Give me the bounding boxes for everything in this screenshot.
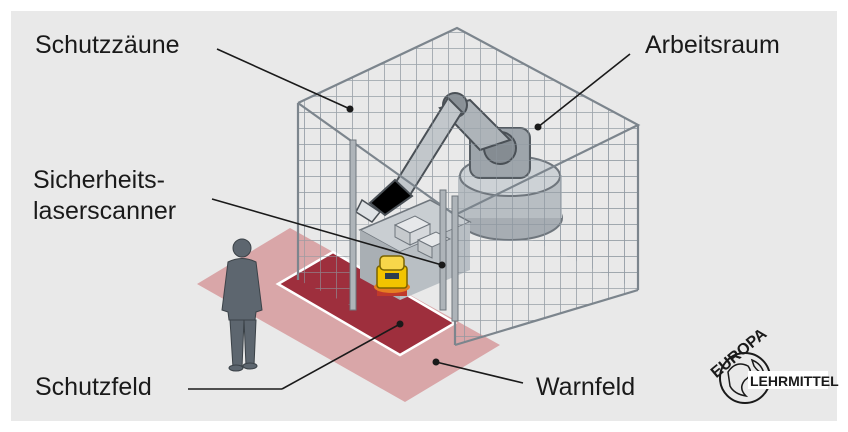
person xyxy=(221,238,263,372)
logo-bottom-text: LEHRMITTEL xyxy=(750,373,839,389)
cage-left-wall xyxy=(298,103,350,305)
label-workspace: Arbeitsraum xyxy=(645,31,780,59)
fence-posts xyxy=(349,139,459,322)
label-scanner-line2: laserscanner xyxy=(33,197,177,225)
leader-dots xyxy=(346,105,542,366)
cage-front-wall xyxy=(455,125,638,345)
leader-protective-field-diag xyxy=(281,323,401,390)
callout-leader-lines xyxy=(188,48,631,390)
leader-fences xyxy=(216,48,351,110)
label-protective-field: Schutzfeld xyxy=(35,373,152,401)
leader-workspace xyxy=(537,53,631,128)
label-safety-laser-scanner: Sicherheits- laserscanner xyxy=(33,165,176,227)
label-fences: Schutzzäune xyxy=(35,31,180,59)
cage-top xyxy=(298,28,638,215)
label-warning-field: Warnfeld xyxy=(536,373,636,401)
safety-laser-scanner xyxy=(374,255,410,296)
leader-scanner xyxy=(211,198,443,266)
leader-warning-field xyxy=(435,361,524,384)
label-scanner-line1: Sicherheits- xyxy=(33,166,165,194)
